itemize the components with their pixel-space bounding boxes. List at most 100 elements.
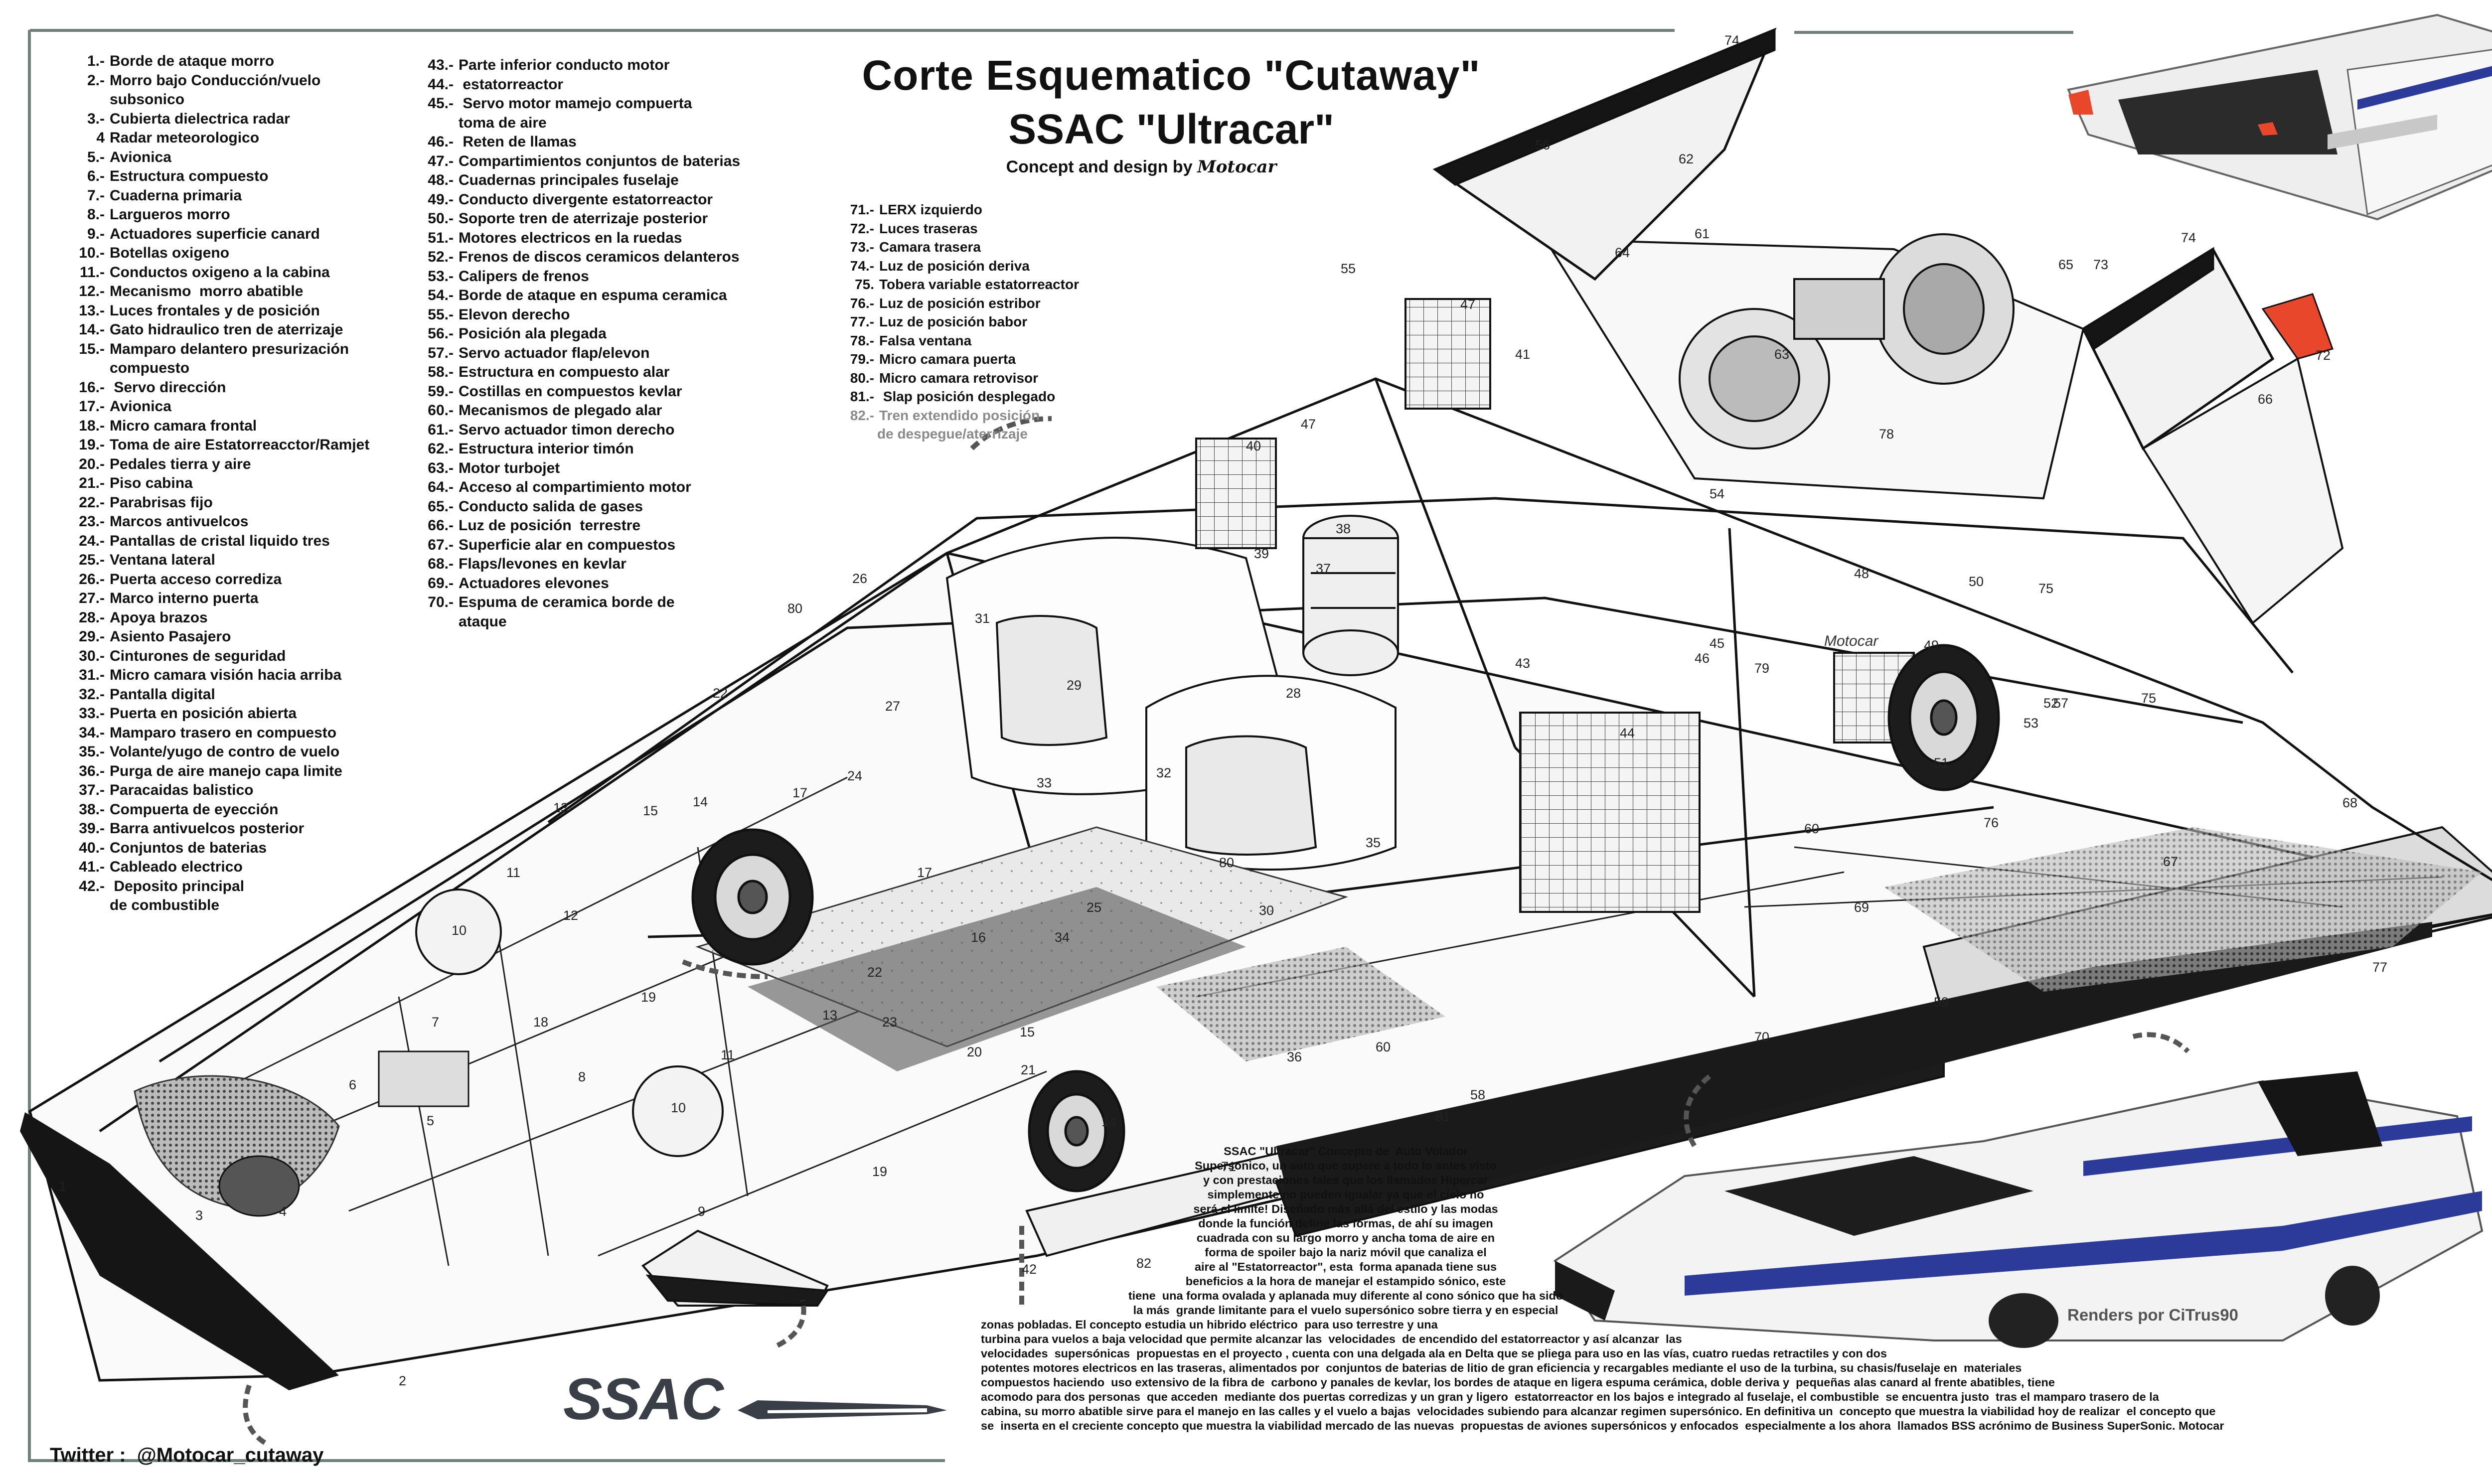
legend-text: Reten de llamas xyxy=(459,134,577,150)
legend-item: 31.-Micro camara visión hacia arriba xyxy=(75,666,369,685)
legend-number: 47.- xyxy=(428,152,454,169)
legend-item: 15.-Mamparo delantero presurización xyxy=(75,340,369,359)
legend-number: 23.- xyxy=(79,513,105,530)
legend-text: Apoya brazos xyxy=(110,609,208,626)
legend-text: Parabrisas fijo xyxy=(110,494,213,511)
legend-text: Frenos de discos ceramicos delanteros xyxy=(459,249,740,265)
legend-text: Tren extendido posición xyxy=(879,407,1040,423)
legend-number: 29.- xyxy=(79,628,105,645)
legend-text: Estructura interior timón xyxy=(459,441,634,457)
legend-item: 25.-Ventana lateral xyxy=(75,551,369,570)
legend-number: 28.- xyxy=(79,609,105,626)
title-line-1: Corte Esquematico "Cutaway" xyxy=(862,52,1481,99)
legend-item: 13.-Luces frontales y de posición xyxy=(75,301,369,321)
legend-item: 75.Tobera variable estatorreactor xyxy=(842,275,1079,294)
twitter-handle[interactable]: Twitter : @Motocar_cutaway xyxy=(50,1444,324,1466)
svg-text:75: 75 xyxy=(2141,691,2156,706)
legend-text: Espuma de ceramica borde de xyxy=(459,594,675,610)
legend-item: 7.-Cuaderna primaria xyxy=(75,186,369,206)
legend-text: Conjuntos de baterias xyxy=(110,839,267,856)
svg-text:80: 80 xyxy=(1219,855,1234,870)
svg-text:51: 51 xyxy=(1934,755,1949,770)
svg-text:47: 47 xyxy=(1460,297,1475,312)
legend-number: 81.- xyxy=(850,389,874,404)
svg-text:65: 65 xyxy=(2058,257,2073,272)
legend-text: Camara trasera xyxy=(879,239,981,255)
legend-item: 74.-Luz de posición deriva xyxy=(842,257,1079,276)
svg-text:24: 24 xyxy=(847,768,862,783)
legend-item: 59.-Costillas en compuestos kevlar xyxy=(424,382,740,402)
description-line: zonas pobladas. El concepto estudia un h… xyxy=(981,1318,1438,1331)
legend-number: 32.- xyxy=(79,686,105,703)
svg-text:14: 14 xyxy=(1101,1114,1116,1129)
svg-text:60: 60 xyxy=(1804,821,1819,836)
legend-number: 33.- xyxy=(79,705,105,722)
legend-item: 12.- Mecanismo morro abatible xyxy=(75,282,369,301)
engine-bay xyxy=(1543,233,2085,500)
legend-text: Tobera variable estatorreactor xyxy=(879,277,1079,292)
legend-text: Cuadernas principales fuselaje xyxy=(459,172,679,188)
legend-text: Barra antivuelcos posterior xyxy=(110,820,305,837)
legend-number: 22.- xyxy=(79,494,105,511)
legend-number: 12.- xyxy=(79,283,105,299)
legend-text: Actuadores elevones xyxy=(459,575,609,592)
svg-text:71: 71 xyxy=(1221,1159,1236,1174)
frame-bottom-left xyxy=(28,1459,945,1462)
description-line: acomodo para dos personas que acceden me… xyxy=(981,1390,2159,1403)
svg-text:52: 52 xyxy=(2043,696,2058,711)
description-line: velocidades supersónicas propuestas en e… xyxy=(981,1347,1887,1360)
cabin-floor-dark xyxy=(748,887,1246,1071)
legend-text: LERX izquierdo xyxy=(879,202,982,217)
radar-area xyxy=(134,1050,469,1217)
legend-item-continuation: de combustible xyxy=(110,897,220,913)
legend-item: 49.-Conducto divergente estatorreactor xyxy=(424,190,740,210)
legend-item: 76.-Luz de posición estribor xyxy=(842,294,1079,313)
battery-packs xyxy=(1195,298,1915,913)
legend-number: 72.- xyxy=(850,220,874,236)
legend-item: 71.-LERX izquierdo xyxy=(842,200,1079,219)
legend-number: 54.- xyxy=(428,287,454,303)
legend-item: 36.-Purga de aire manejo capa limite xyxy=(75,762,369,781)
legend-item: 10.-Botellas oxigeno xyxy=(75,244,369,263)
renders-credit: Renders por CiTrus90 xyxy=(2067,1306,2238,1324)
svg-text:69: 69 xyxy=(1854,900,1869,915)
legend-text: Soporte tren de aterrizaje posterior xyxy=(459,210,708,227)
legend-number: 46.- xyxy=(428,134,454,150)
legend-text: Mecanismo morro abatible xyxy=(110,283,304,299)
legend-text: Avionica xyxy=(110,148,171,165)
wheel-front-lower xyxy=(1028,1070,1125,1192)
legend-text: Estructura en compuesto alar xyxy=(459,364,670,380)
svg-text:57: 57 xyxy=(2053,696,2068,711)
description-line: se inserta en el creciente concepto que … xyxy=(981,1419,2224,1432)
legend-item: 78.-Falsa ventana xyxy=(842,331,1079,350)
legend-item: 14.-Gato hidraulico tren de aterrizaje xyxy=(75,320,369,340)
legend-item: 17.-Avionica xyxy=(75,397,369,417)
legend-item: 32.-Pantalla digital xyxy=(75,685,369,705)
svg-text:41: 41 xyxy=(1515,347,1530,362)
legend-item: 29.-Asiento Pasajero xyxy=(75,627,369,647)
legend-item: 70.-Espuma de ceramica borde de xyxy=(424,593,740,612)
description-line: Supersónico, un auto que supere a todo l… xyxy=(1195,1159,1497,1172)
legend-text: Luz de posición deriva xyxy=(879,258,1030,274)
legend-item-continuation: ataque xyxy=(459,613,507,630)
legend-text: Cableado electrico xyxy=(110,859,243,875)
legend-item: 18.-Micro camara frontal xyxy=(75,417,369,436)
svg-text:64: 64 xyxy=(1615,245,1630,260)
legend-item: 24.-Pantallas de cristal liquido tres xyxy=(75,532,369,551)
description-centered: SSAC "Ultracar" Concepto de Auto Volador… xyxy=(1022,1144,1670,1318)
svg-text:72: 72 xyxy=(2316,348,2331,363)
svg-text:18: 18 xyxy=(533,1015,548,1030)
legend-number: 34.- xyxy=(79,724,105,741)
legend-item: 55.-Elevon derecho xyxy=(424,305,740,325)
legend-number: 79.- xyxy=(850,351,874,367)
legend-text: Ventana lateral xyxy=(110,552,215,568)
svg-text:54: 54 xyxy=(1710,486,1724,501)
legend-number: 15.- xyxy=(79,340,105,357)
svg-text:15: 15 xyxy=(643,803,658,818)
svg-text:58: 58 xyxy=(1470,1087,1485,1102)
legend-number: 55.- xyxy=(428,306,454,323)
svg-text:66: 66 xyxy=(2258,392,2273,407)
svg-text:42: 42 xyxy=(1022,1262,1037,1277)
legend-number: 52.- xyxy=(428,249,454,265)
legend-text: Estructura compuesto xyxy=(110,168,269,184)
